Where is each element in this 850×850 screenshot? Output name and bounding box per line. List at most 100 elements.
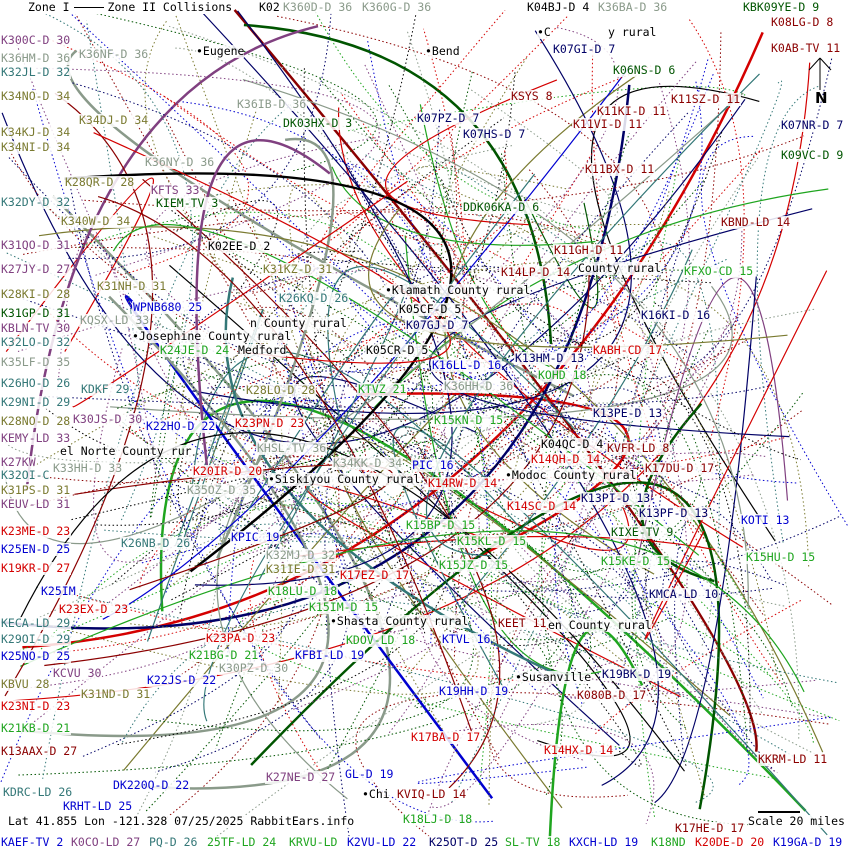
station-label[interactable]: K22JS-D 22: [146, 673, 218, 687]
station-label[interactable]: K07GJ-D 7: [405, 318, 470, 332]
station-label[interactable]: K14HX-D 14: [543, 743, 615, 757]
station-label[interactable]: K14LP-D 14: [500, 265, 572, 279]
station-label[interactable]: K34NI-D 34: [0, 140, 72, 154]
station-label[interactable]: KTVZ 21: [357, 382, 408, 396]
station-label[interactable]: KBLN-TV 30: [0, 321, 72, 335]
station-label[interactable]: K31GP-D 31: [0, 306, 72, 320]
station-label[interactable]: K31ND-D 31: [80, 687, 152, 701]
station-label[interactable]: K32OI-C: [0, 468, 51, 482]
station-label[interactable]: K23ME-D 23: [0, 524, 72, 538]
station-label[interactable]: KVIQ-LD 14: [396, 787, 468, 801]
station-label[interactable]: K15IM-D 15: [308, 600, 380, 614]
station-label[interactable]: KQSX-LD 33: [79, 313, 151, 327]
station-label[interactable]: K09VC-D 9: [780, 148, 845, 162]
station-label[interactable]: K05CR-D 5: [365, 343, 430, 357]
station-label[interactable]: K23PA-D 23: [205, 631, 277, 645]
station-label[interactable]: K26NB-D 26: [120, 536, 192, 550]
station-label[interactable]: K15HU-D 15: [745, 550, 817, 564]
station-label[interactable]: K11GH-D 11: [553, 243, 625, 257]
station-label[interactable]: K21BG-D 21: [188, 648, 260, 662]
station-label[interactable]: K29NI-D 29: [0, 395, 72, 409]
station-label[interactable]: K0AB-TV 11: [770, 41, 842, 55]
station-label[interactable]: K360D-D 36: [282, 0, 354, 14]
station-label[interactable]: KAEF-TV 2: [0, 835, 65, 849]
station-label[interactable]: KBND-LD 14: [720, 215, 792, 229]
station-label[interactable]: K11KI-D 11: [596, 104, 668, 118]
station-label[interactable]: K28QR-D 28: [64, 175, 136, 189]
station-label[interactable]: K17EZ-D 17: [339, 568, 411, 582]
station-label[interactable]: K36IB-D 36: [236, 97, 308, 111]
station-label[interactable]: K34KK-D 34: [332, 456, 404, 470]
station-label[interactable]: K13PI-D 13: [580, 491, 652, 505]
station-label[interactable]: KDRC-LD 26: [2, 785, 74, 799]
station-label[interactable]: K21KB-D 21: [0, 721, 72, 735]
station-label[interactable]: KVFR-LD 8: [606, 441, 671, 455]
station-label[interactable]: KIEM-TV 3: [155, 196, 220, 210]
station-label[interactable]: KTVL 16: [441, 632, 492, 646]
station-label[interactable]: K25OT-D 25: [428, 835, 500, 849]
station-label[interactable]: K32DY-D 32: [0, 195, 72, 209]
station-label[interactable]: K13HM-D 13: [514, 351, 586, 365]
station-label[interactable]: K11VI-D 11: [572, 117, 644, 131]
station-label[interactable]: K17HE-D 17: [674, 821, 746, 835]
station-label[interactable]: K0CO-LD 27: [70, 835, 142, 849]
station-label[interactable]: KEMY-LD 33: [0, 431, 72, 445]
station-label[interactable]: KBK09YE-D 9: [742, 0, 821, 14]
station-label[interactable]: K15KL-D 15: [456, 534, 528, 548]
station-label[interactable]: PQ-D 26: [148, 835, 199, 849]
station-label[interactable]: K32LO-D 32: [0, 335, 72, 349]
station-label[interactable]: K26HO-D 26: [0, 376, 72, 390]
station-label[interactable]: K26KQ-D 26: [278, 291, 350, 305]
station-label[interactable]: K32MJ-D 32: [265, 548, 337, 562]
station-label[interactable]: K16KI-D 16: [640, 308, 712, 322]
station-label[interactable]: DK03HX-D 3: [282, 116, 354, 130]
station-label[interactable]: K31NH-D 31: [96, 279, 168, 293]
station-label[interactable]: 25TF-LD 24: [206, 835, 278, 849]
station-label[interactable]: K28NO-D 28: [0, 414, 72, 428]
station-label[interactable]: KXCH-LD 19: [568, 835, 640, 849]
station-label[interactable]: K27JY-D 27: [0, 262, 72, 276]
station-label[interactable]: K22HO-D 22: [145, 419, 217, 433]
station-label[interactable]: K16LL-D 16: [431, 358, 503, 372]
station-label[interactable]: K340W-D 34: [60, 214, 132, 228]
station-label[interactable]: K300C-D 30: [0, 33, 72, 47]
station-label[interactable]: KDOV-LD 18: [345, 633, 417, 647]
station-label[interactable]: K34KJ-D 34: [0, 125, 72, 139]
station-label[interactable]: K15KN-D 15: [433, 413, 505, 427]
station-label[interactable]: K04QC-D 4: [540, 437, 605, 451]
station-label[interactable]: K29OI-D 29: [0, 632, 72, 646]
station-label[interactable]: KMCA-LD 10: [648, 587, 720, 601]
station-label[interactable]: K35OZ-D 35: [186, 483, 258, 497]
station-label[interactable]: K07PZ-D 7: [416, 111, 481, 125]
station-label[interactable]: KFXO-CD 15: [683, 264, 755, 278]
station-label[interactable]: K31IE-D 31: [265, 562, 337, 576]
station-label[interactable]: K06NS-D 6: [612, 63, 677, 77]
station-label[interactable]: K360G-D 36: [361, 0, 433, 14]
station-label[interactable]: K05CF-D 5: [398, 302, 463, 316]
station-label[interactable]: K07NR-D 7: [780, 118, 845, 132]
station-label[interactable]: K080B-D 17: [576, 688, 648, 702]
station-label[interactable]: KBVU 28: [0, 677, 51, 691]
station-label[interactable]: K02EE-D 2: [207, 239, 272, 253]
station-label[interactable]: K07HS-D 7: [462, 127, 527, 141]
station-label[interactable]: K11BX-D 11: [584, 162, 656, 176]
station-label[interactable]: K07GI-D 7: [552, 42, 617, 56]
station-label[interactable]: KFTS 33: [150, 183, 201, 197]
station-label[interactable]: K28LO-D 28: [245, 383, 317, 397]
station-label[interactable]: K27NE-D 27: [265, 770, 337, 784]
station-label[interactable]: KECA-LD 29: [0, 616, 72, 630]
station-label[interactable]: K11SZ-D 11: [670, 92, 742, 106]
station-label[interactable]: K27KW: [0, 455, 37, 469]
station-label[interactable]: K13AAX-D 27: [0, 744, 79, 758]
station-label[interactable]: K14RW-D 14: [427, 476, 499, 490]
station-label[interactable]: K34DJ-D 34: [78, 113, 150, 127]
station-label[interactable]: K25NO-D 25: [0, 649, 72, 663]
station-label[interactable]: KCVU 30: [52, 666, 103, 680]
station-label[interactable]: K17BA-D 17: [410, 730, 482, 744]
station-label[interactable]: K15JZ-D 15: [438, 558, 510, 572]
station-label[interactable]: K13PF-D 13: [638, 506, 710, 520]
station-label[interactable]: K30JS-D 30: [72, 412, 144, 426]
station-label[interactable]: GL-D 19: [344, 767, 395, 781]
station-label[interactable]: K20IR-D 20: [192, 464, 264, 478]
